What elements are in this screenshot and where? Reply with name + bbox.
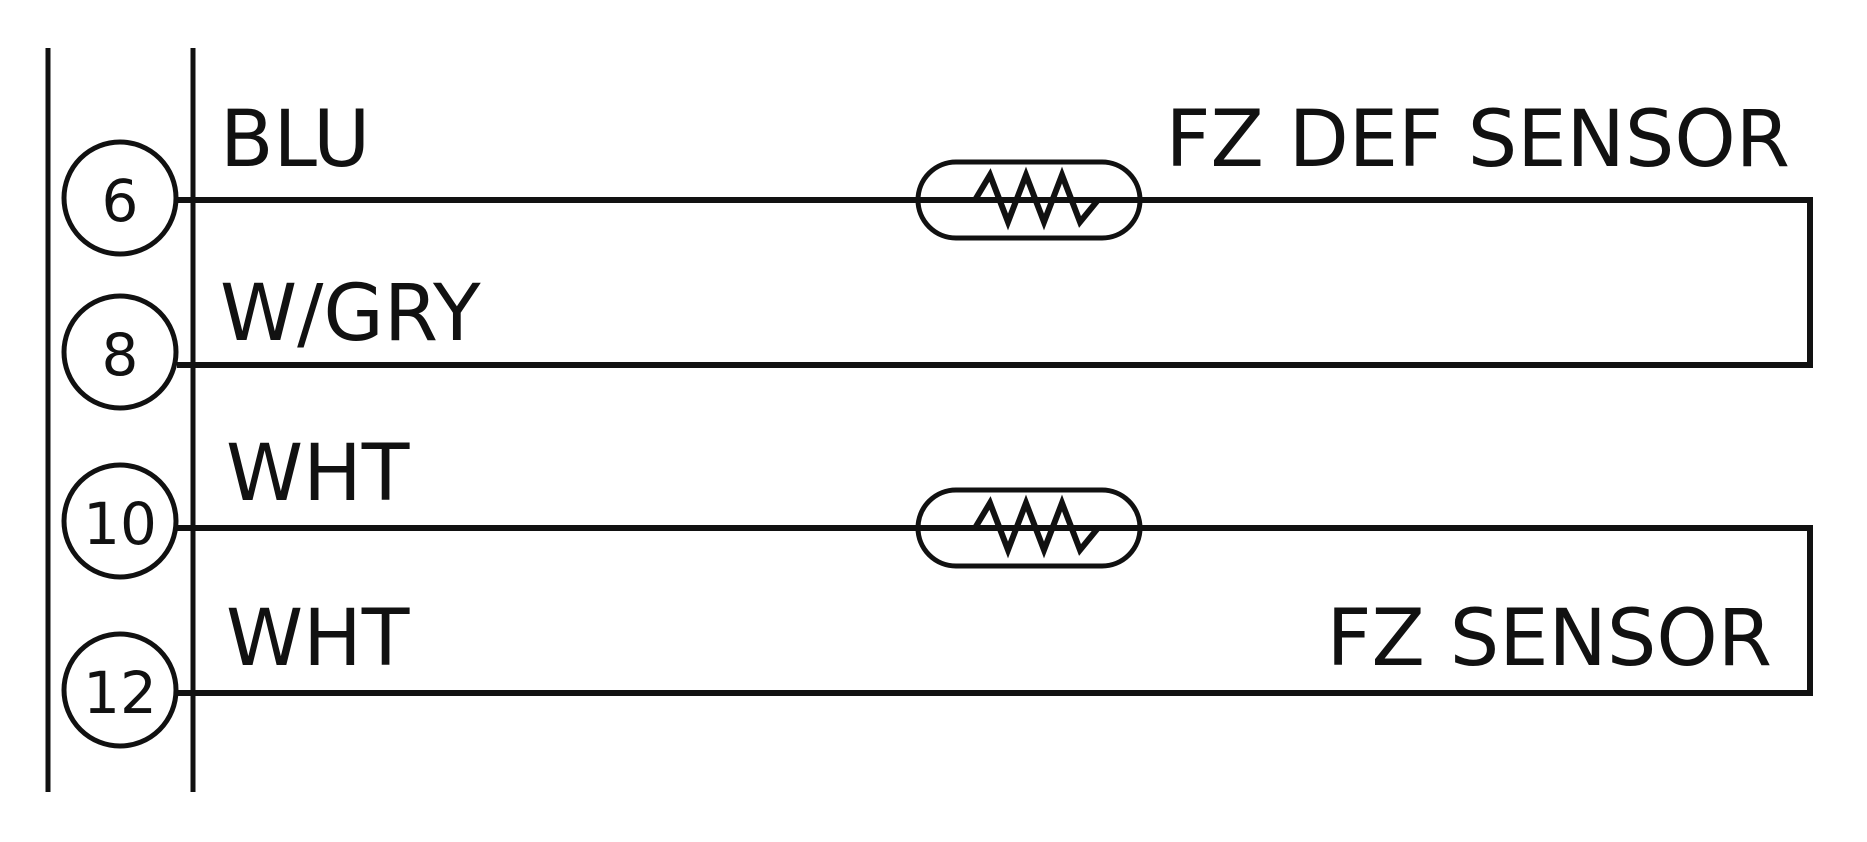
pin-12: 12	[61, 631, 179, 749]
wire-color-label-pin-6: BLU	[220, 95, 370, 185]
sensor-label-fz-def-sensor: FZ DEF SENSOR	[1166, 95, 1790, 185]
pin-8: 8	[61, 293, 179, 411]
sensor-label-fz-sensor: FZ SENSOR	[1327, 594, 1772, 684]
wire-color-label-pin-8: W/GRY	[220, 269, 481, 359]
pin-number: 8	[102, 321, 139, 389]
pin-10: 10	[61, 462, 179, 580]
fz-sensor-thermistor-symbol	[915, 487, 1143, 569]
wire-color-label-pin-10: WHT	[226, 429, 410, 519]
pin-6: 6	[61, 139, 179, 257]
pin-number: 10	[83, 490, 157, 558]
pin-number: 12	[83, 659, 157, 727]
fz-def-sensor-thermistor-symbol	[915, 159, 1143, 241]
wire-color-label-pin-12: WHT	[226, 594, 410, 684]
pin-number: 6	[102, 167, 139, 235]
